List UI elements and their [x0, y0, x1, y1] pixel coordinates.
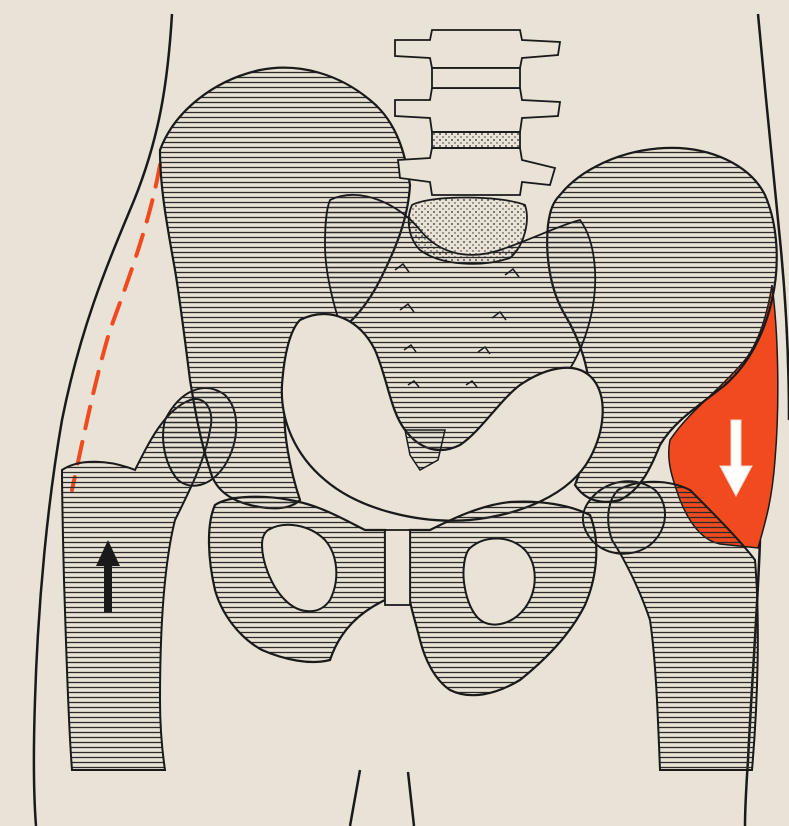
intervertebral-disc-2: [432, 132, 520, 148]
lumbosacral-disc: [409, 198, 527, 264]
intervertebral-disc-1: [432, 68, 520, 88]
pubic-symphysis: [385, 530, 410, 605]
